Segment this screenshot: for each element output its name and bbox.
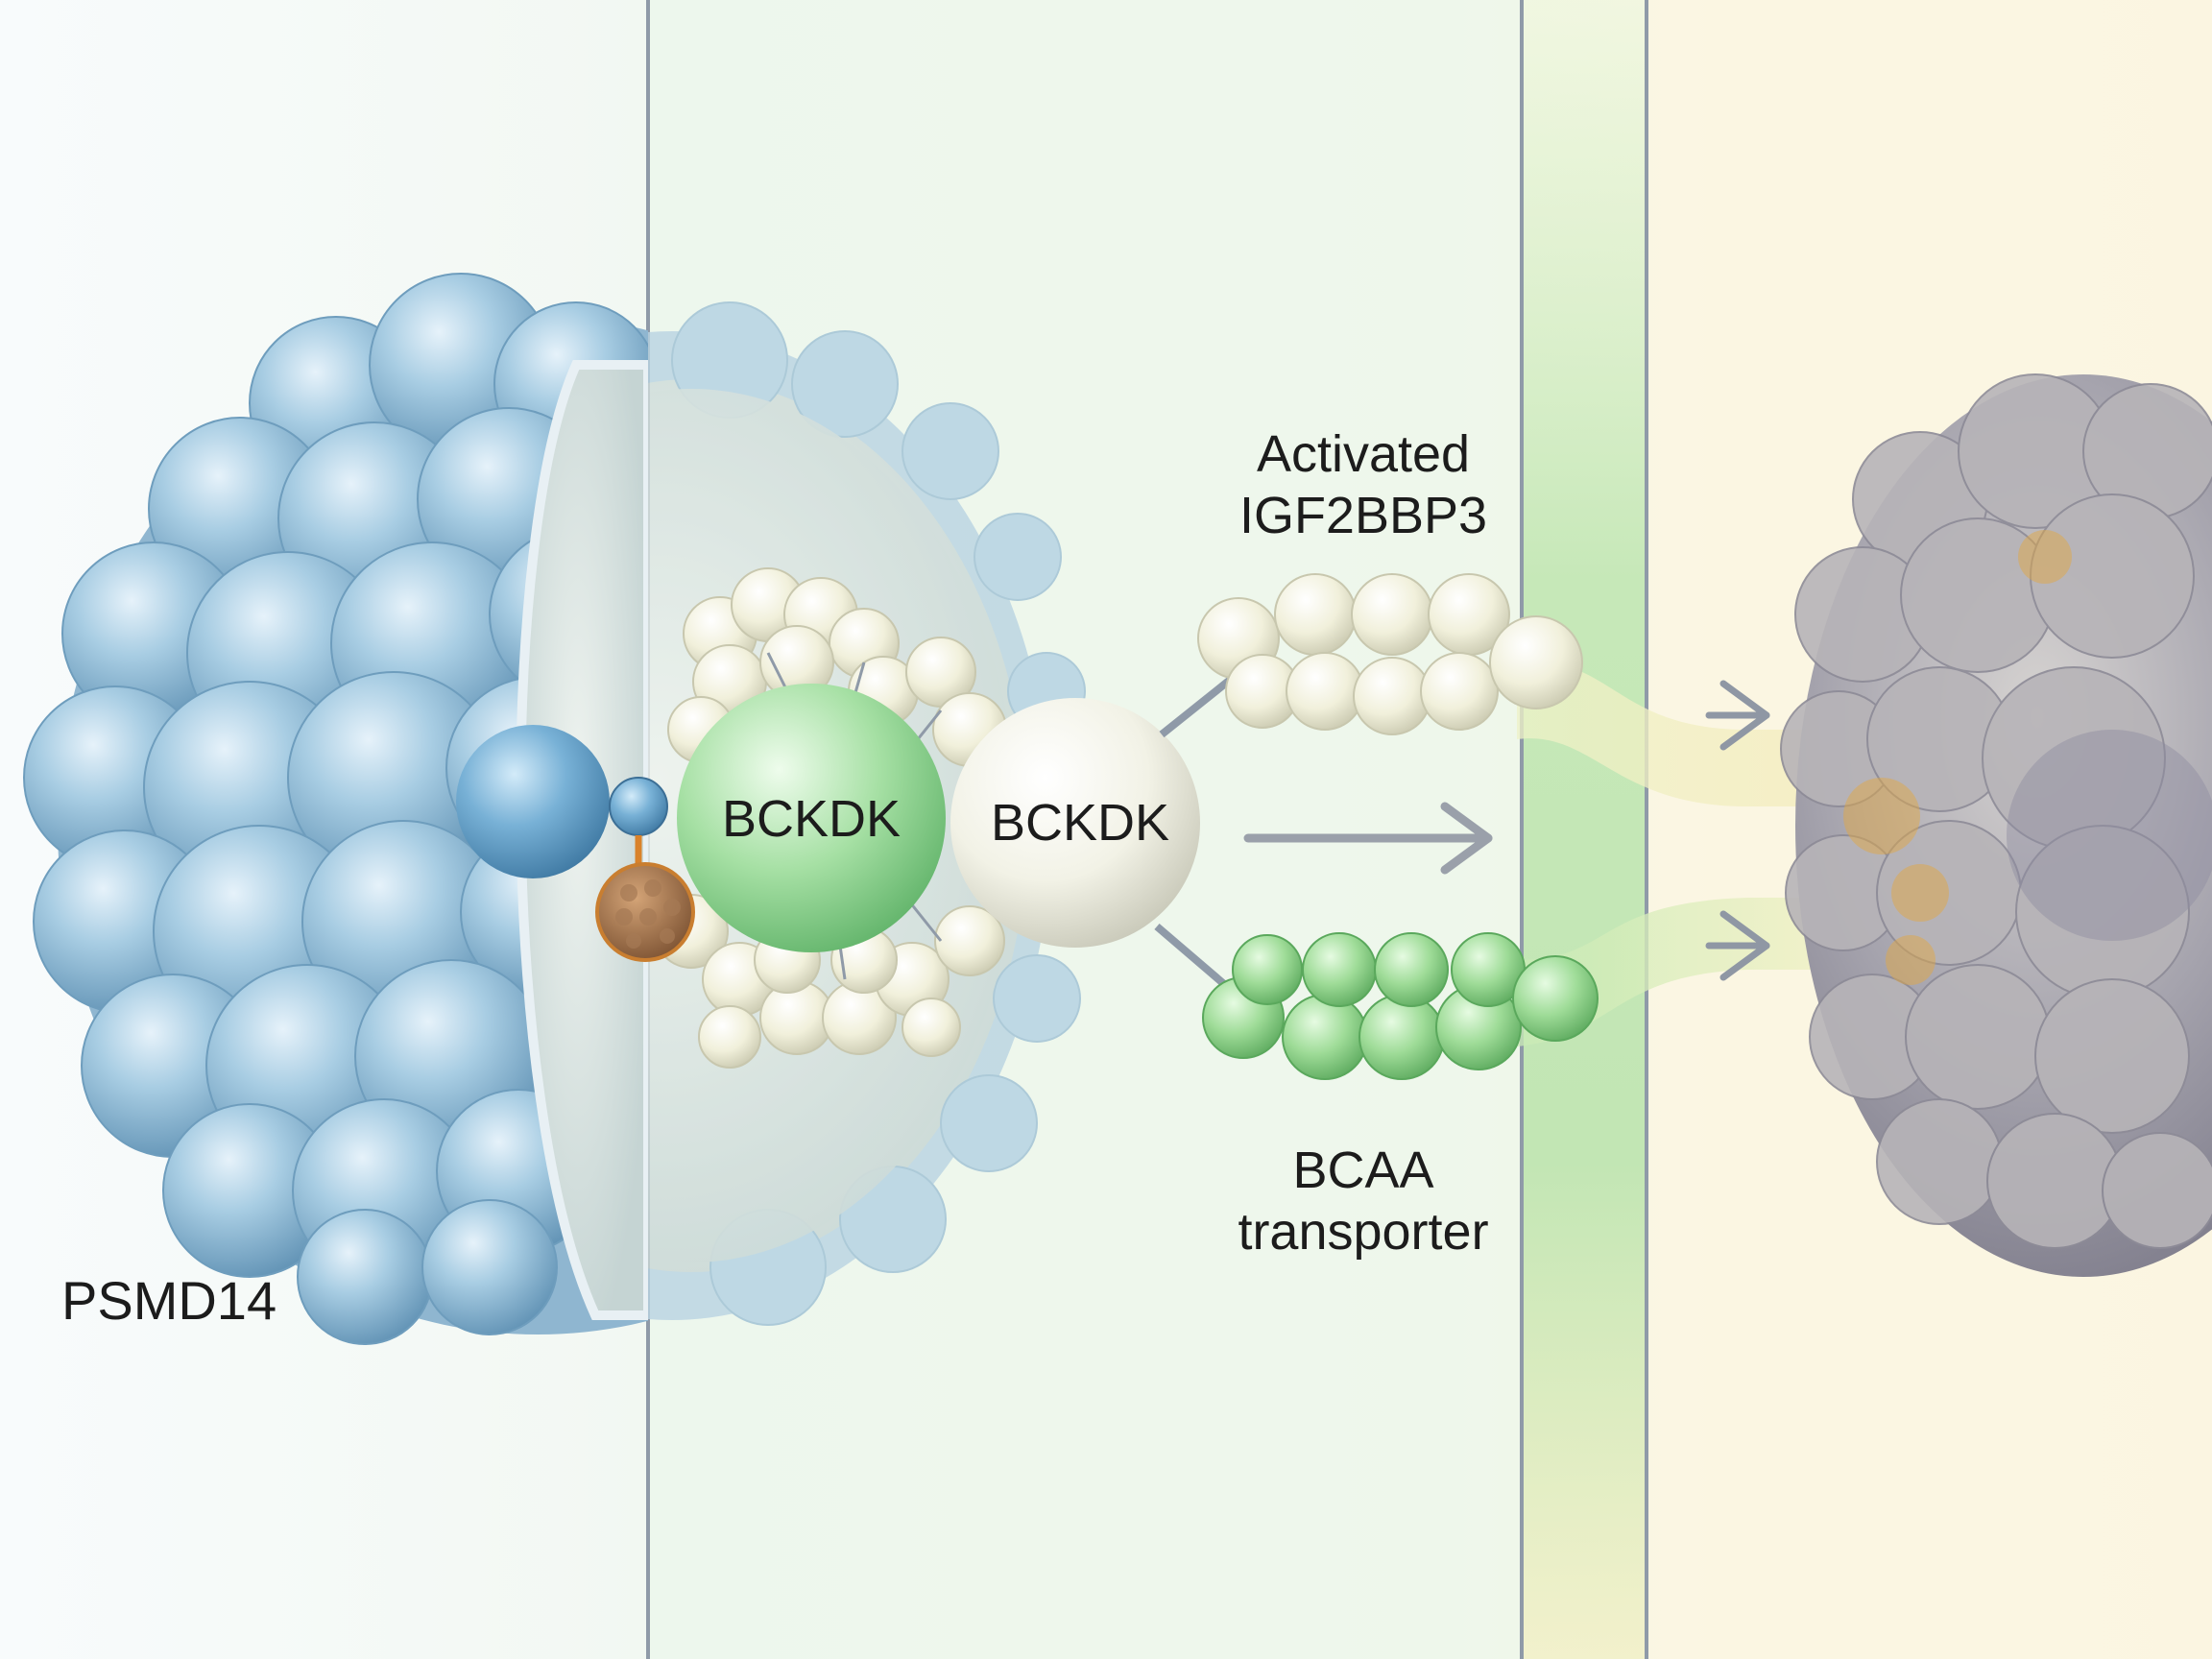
ubiquitin-blob xyxy=(595,862,695,962)
connector-to-igf xyxy=(1159,673,1237,738)
bckdk-green-label: BCKDK xyxy=(721,790,902,848)
igf2bbp3-label: Activated IGF2BBP3 xyxy=(1229,424,1498,546)
bckdk-green-ball xyxy=(677,684,946,952)
connector-to-bcaa xyxy=(1154,923,1227,988)
igf2bbp3-label-line1: Activated xyxy=(1256,425,1471,483)
bckdk-white-label: BCKDK xyxy=(990,794,1170,852)
stream-top xyxy=(1517,661,1824,806)
linker-ball xyxy=(609,777,668,836)
target-cell xyxy=(1780,373,2212,1277)
psmd14-core xyxy=(456,725,610,878)
bcaa-label-line1: BCAA xyxy=(1292,1142,1434,1199)
stream-arrowheads xyxy=(1705,680,1770,981)
igf2bbp3-chain xyxy=(1197,573,1583,735)
bcaa-transporter-chain xyxy=(1202,932,1599,1080)
bcaa-label-line2: transporter xyxy=(1238,1202,1489,1261)
central-arrow xyxy=(1243,802,1493,875)
bcaa-transporter-label: BCAA transporter xyxy=(1219,1141,1507,1262)
igf2bbp3-label-line2: IGF2BBP3 xyxy=(1238,486,1488,544)
membrane-band xyxy=(1522,0,1647,1659)
bckdk-white-ball xyxy=(950,698,1200,948)
psmd14-label: PSMD14 xyxy=(61,1270,277,1331)
